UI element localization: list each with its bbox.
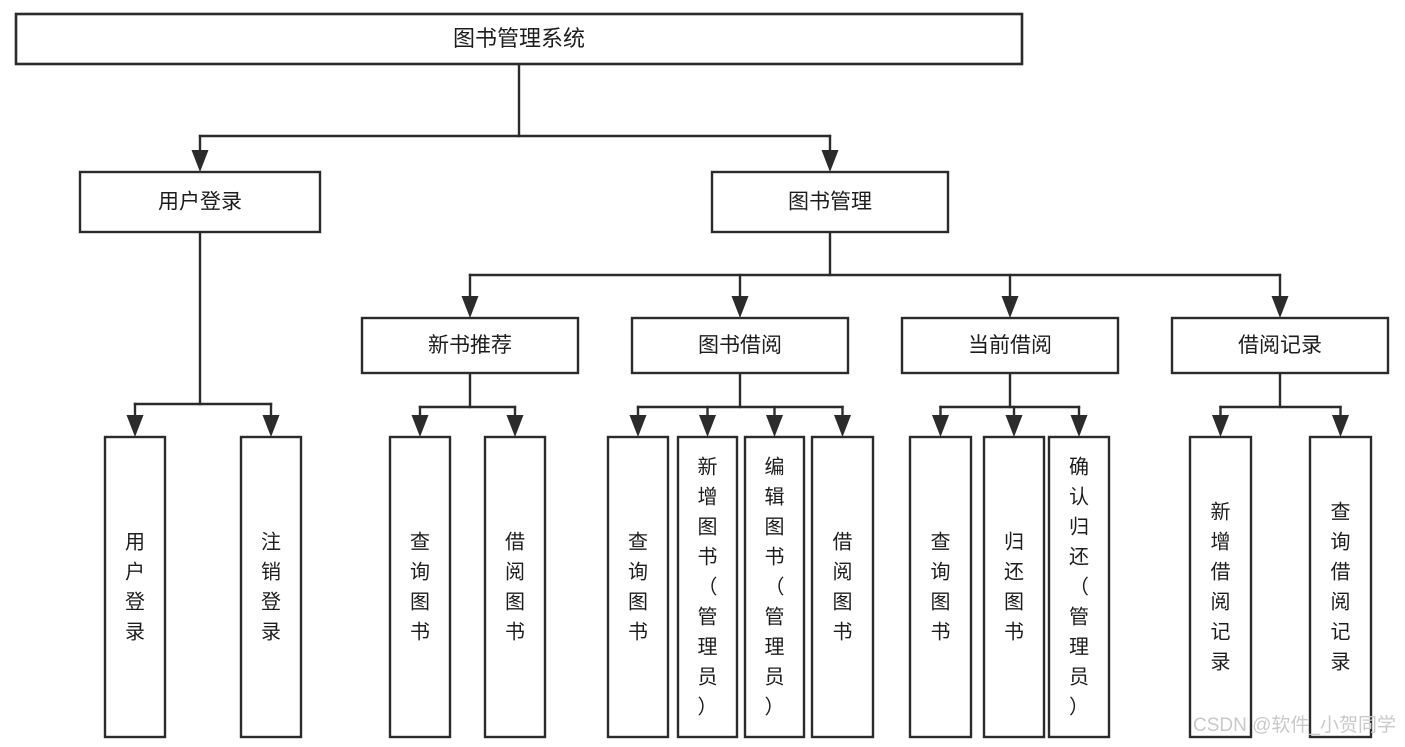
leaf-label-leaf-query-book-3: 查询图书 [931,531,951,644]
leaf-box-leaf-add-book-admin[interactable] [676,435,739,739]
leaf-label-leaf-return-book: 归还图书 [1004,531,1024,644]
node-new-book-recommend[interactable]: 新书推荐 [360,316,580,375]
leaf-box-leaf-query-book-1[interactable] [388,435,452,739]
leaf-label-leaf-borrow-book-2: 借阅图书 [833,531,853,644]
node-borrow-record[interactable]: 借阅记录 [1170,316,1390,375]
connector-book-borrow-to-leaves [629,371,851,437]
node-layer: 图书管理系统用户登录图书管理新书推荐图书借阅当前借阅借阅记录用户登录注销登录查询… [14,12,1390,739]
connector-current-borrow-to-leaves [932,371,1088,437]
leaf-node-leaf-query-book-2[interactable]: 查询图书 [606,435,670,739]
node-label-user-login: 用户登录 [158,191,242,214]
leaf-label-leaf-borrow-book-1: 借阅图书 [505,531,525,644]
node-label-book-borrow: 图书借阅 [698,334,782,357]
connector-layer [126,62,1349,437]
node-user-login[interactable]: 用户登录 [78,170,322,234]
leaf-node-leaf-borrow-book-2[interactable]: 借阅图书 [810,435,875,739]
node-box-current-borrow[interactable] [900,316,1120,375]
leaf-node-leaf-return-book[interactable]: 归还图书 [982,435,1046,739]
leaf-node-leaf-query-book-1[interactable]: 查询图书 [388,435,452,739]
leaf-box-leaf-borrow-book-1[interactable] [483,435,547,739]
connector-borrow-record-to-leaves [1212,371,1349,437]
leaf-box-leaf-confirm-return-admin[interactable] [1047,435,1111,739]
node-box-user-login[interactable] [78,170,322,234]
leaf-box-leaf-user-login[interactable] [103,435,167,739]
node-box-book-borrow[interactable] [630,316,850,375]
node-label-new-book-recommend: 新书推荐 [428,334,512,357]
connector-book-management-to-level3 [461,230,1289,318]
leaf-label-leaf-user-login: 用户登录 [125,532,145,644]
connector-root-to-level2 [191,62,839,172]
leaf-box-leaf-edit-book-admin[interactable] [743,435,806,739]
node-label-borrow-record: 借阅记录 [1238,334,1322,357]
leaf-node-leaf-logout-login[interactable]: 注销登录 [239,435,303,739]
leaf-label-leaf-add-book-admin: 新增图书（管理员） [698,456,718,719]
leaf-node-leaf-confirm-return-admin[interactable]: 确认归还（管理员） [1047,435,1111,739]
leaf-label-leaf-query-book-2: 查询图书 [628,531,648,644]
leaf-label-leaf-edit-book-admin: 编辑图书（管理员） [765,456,785,719]
leaf-label-leaf-query-borrow-record: 查询借阅记录 [1331,501,1351,674]
node-root[interactable]: 图书管理系统 [14,12,1024,66]
node-current-borrow[interactable]: 当前借阅 [900,316,1120,375]
leaf-node-leaf-borrow-book-1[interactable]: 借阅图书 [483,435,547,739]
leaf-label-leaf-logout-login: 注销登录 [261,531,281,644]
leaf-label-leaf-add-borrow-record: 新增借阅记录 [1211,501,1231,674]
leaf-node-leaf-add-book-admin[interactable]: 新增图书（管理员） [676,435,739,739]
connector-new-book-recommend-to-leaves [411,371,524,437]
node-box-borrow-record[interactable] [1170,316,1390,375]
leaf-label-leaf-query-book-1: 查询图书 [410,531,430,644]
leaf-box-leaf-logout-login[interactable] [239,435,303,739]
node-box-root[interactable] [14,12,1024,66]
node-book-management[interactable]: 图书管理 [710,170,950,234]
csdn-watermark: CSDN @软件_小贺同学 [1193,714,1396,736]
leaf-node-leaf-query-book-3[interactable]: 查询图书 [908,435,973,739]
leaf-box-leaf-query-book-2[interactable] [606,435,670,739]
leaf-label-leaf-confirm-return-admin: 确认归还（管理员） [1069,456,1089,719]
node-label-current-borrow: 当前借阅 [968,334,1052,357]
leaf-node-leaf-query-borrow-record[interactable]: 查询借阅记录 [1308,435,1373,739]
node-book-borrow[interactable]: 图书借阅 [630,316,850,375]
leaf-box-leaf-add-borrow-record[interactable] [1188,435,1253,739]
node-box-new-book-recommend[interactable] [360,316,580,375]
leaf-box-leaf-query-borrow-record[interactable] [1308,435,1373,739]
node-label-book-management: 图书管理 [788,191,872,214]
leaf-node-leaf-edit-book-admin[interactable]: 编辑图书（管理员） [743,435,806,739]
connector-user-login-to-leaves [126,230,280,437]
node-box-book-management[interactable] [710,170,950,234]
leaf-node-leaf-user-login[interactable]: 用户登录 [103,435,167,739]
leaf-box-leaf-borrow-book-2[interactable] [810,435,875,739]
leaf-box-leaf-query-book-3[interactable] [908,435,973,739]
leaf-box-leaf-return-book[interactable] [982,435,1046,739]
leaf-node-leaf-add-borrow-record[interactable]: 新增借阅记录 [1188,435,1253,739]
node-label-root: 图书管理系统 [453,26,585,51]
